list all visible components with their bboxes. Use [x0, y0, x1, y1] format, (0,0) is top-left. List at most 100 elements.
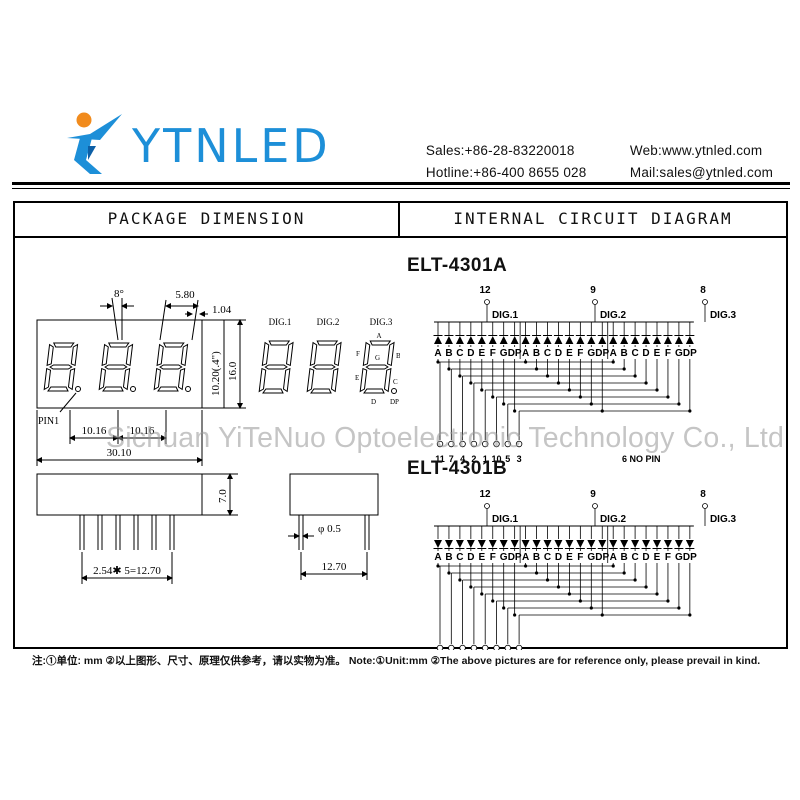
segment-b — [70, 343, 79, 367]
segment-c — [122, 367, 131, 391]
pin-terminal — [482, 644, 489, 650]
led-diode — [576, 336, 585, 344]
segment-label-f: F — [490, 348, 496, 359]
segment-a — [52, 342, 75, 348]
seg-letter-d: D — [371, 398, 376, 406]
pin-number: 2 — [471, 454, 476, 464]
junction-dot — [611, 564, 615, 568]
led-diode — [543, 540, 552, 548]
led-diode — [663, 540, 672, 548]
segment-e — [43, 367, 52, 391]
segment-label-g: G — [587, 348, 595, 359]
pin-number: 3 — [517, 454, 522, 464]
segment-dp — [75, 386, 81, 392]
front-digit-2 — [98, 342, 136, 392]
led-diode — [488, 540, 497, 548]
segment-label-e: E — [478, 348, 485, 359]
segment-b — [180, 343, 189, 367]
label-digit-3 — [359, 340, 397, 394]
junction-dot — [578, 599, 582, 603]
common-pin-number: 9 — [590, 285, 596, 296]
front-digit-1 — [43, 342, 81, 392]
segment-label-a: A — [522, 348, 529, 359]
segment-label-b: B — [533, 552, 540, 563]
led-diode — [653, 336, 661, 344]
model-name-a: ELT-4301A — [407, 255, 508, 276]
front-view-digits — [43, 342, 191, 392]
segment-g — [312, 364, 336, 370]
junction-dot — [469, 381, 473, 385]
pin-terminal — [448, 644, 455, 650]
junction-dot — [589, 402, 593, 406]
junction-dot — [436, 360, 440, 364]
segment-label-e: E — [478, 552, 485, 563]
segment-width-label: 5.80 — [175, 289, 195, 301]
segment-label-dp: DP — [508, 552, 522, 563]
segment-a — [316, 340, 339, 346]
segment-e — [153, 367, 162, 391]
pin-terminal — [493, 440, 500, 448]
pin-terminal — [436, 440, 444, 448]
pin-number: 5 — [505, 454, 510, 464]
email[interactable]: Mail:sales@ytnled.com — [629, 165, 774, 180]
segment-label-a: A — [610, 348, 617, 359]
digit-height-label: 10.20(.4") — [210, 351, 222, 396]
segment-f — [309, 341, 318, 367]
spec-frame — [13, 201, 788, 649]
junction-dot — [633, 374, 637, 378]
seg-letter-dp: DP — [390, 398, 399, 406]
led-diode — [554, 336, 563, 344]
led-diode — [444, 540, 453, 548]
junction-dot — [534, 367, 539, 371]
led-diode — [620, 336, 629, 344]
pin-terminal — [504, 440, 511, 448]
segment-a — [162, 342, 185, 348]
segment-label-g: G — [675, 552, 683, 563]
common-terminal — [592, 503, 598, 509]
led-diode — [521, 540, 530, 548]
segment-label-d: D — [555, 348, 562, 359]
pin-number: 4 — [460, 454, 465, 464]
common-pin-number: 8 — [700, 489, 706, 500]
segment-stroke-label: 1.04 — [212, 304, 232, 316]
junction-dot — [524, 360, 528, 364]
segment-d — [310, 388, 332, 394]
common-terminal — [702, 503, 708, 509]
junction-dot — [447, 367, 451, 371]
segment-c — [330, 367, 339, 393]
segment-e — [98, 367, 107, 391]
segment-f — [156, 343, 164, 367]
common-terminal — [592, 299, 598, 305]
segment-label-b: B — [533, 348, 540, 359]
segment-b — [285, 341, 294, 367]
junction-dot — [502, 606, 506, 610]
led-diode — [674, 336, 683, 344]
segment-label-c: C — [544, 348, 551, 359]
segment-label-b: B — [445, 552, 452, 563]
led-diode — [685, 336, 694, 344]
led-diode — [510, 540, 519, 548]
led-diode — [653, 540, 661, 548]
segment-label-dp: DP — [683, 552, 697, 563]
segment-dp — [185, 386, 191, 392]
website[interactable]: Web:www.ytnled.com — [629, 143, 763, 158]
junction-dot — [688, 613, 692, 617]
segment-c — [282, 367, 291, 393]
led-diode — [521, 336, 530, 344]
junction-dot — [556, 381, 561, 385]
pin-terminal — [459, 644, 466, 650]
no-pin-label: 6 NO PIN — [622, 454, 661, 464]
segment-b — [125, 343, 134, 367]
pitch-label-2: 10.16 — [130, 425, 155, 437]
segment-g — [365, 364, 389, 370]
segment-label-b: B — [621, 552, 628, 563]
segment-label-a: A — [434, 348, 441, 359]
seg-letter-b: B — [396, 352, 400, 360]
segment-label-e: E — [654, 552, 661, 563]
led-diode — [642, 336, 651, 344]
led-diode — [466, 540, 475, 548]
segment-label-g: G — [500, 348, 508, 359]
segment-label-d: D — [642, 348, 649, 359]
led-diode — [532, 336, 541, 344]
